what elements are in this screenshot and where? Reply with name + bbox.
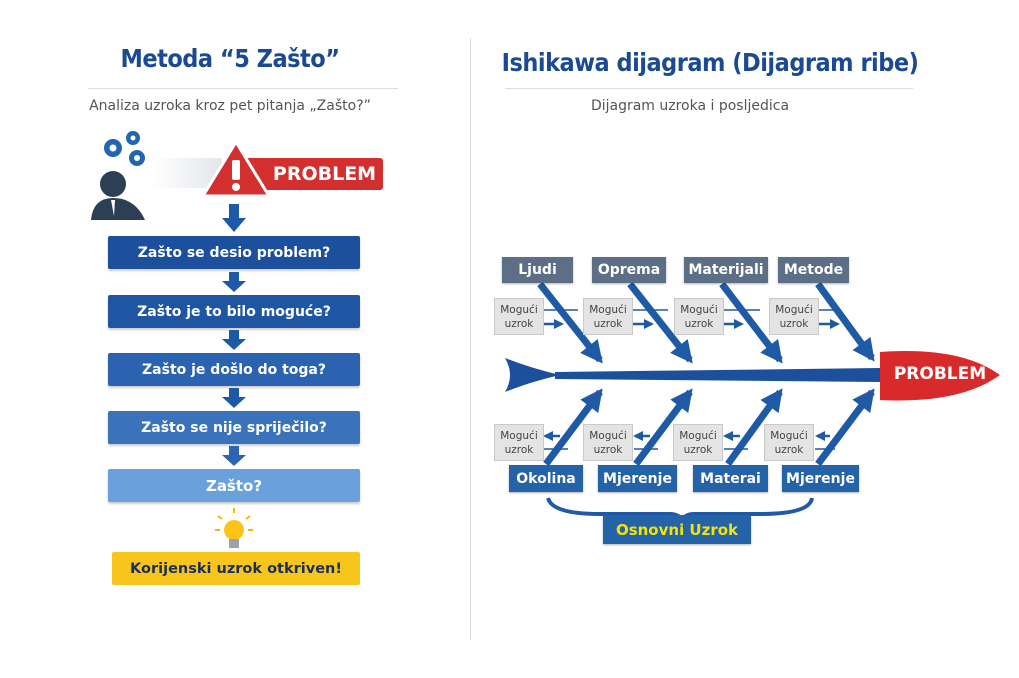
why-step-1: Zašto se desio problem?: [108, 236, 360, 269]
fish-head-label: PROBLEM: [893, 364, 987, 384]
category-materijali: Materijali: [684, 257, 768, 283]
fish-head: [880, 350, 1000, 401]
warning-icon: [201, 140, 271, 198]
why-step-5: Zašto?: [108, 469, 360, 502]
why-step-4: Zašto se nije spriječilo?: [108, 411, 360, 444]
category-mjerenje: Mjerenje: [598, 465, 677, 492]
arrow-down-icon: [222, 204, 246, 232]
sub-cause-arrows: [543, 319, 840, 441]
thinking-person-icon: [91, 131, 145, 220]
category-ljudi: Ljudi: [502, 257, 573, 283]
problem-label: PROBLEM: [272, 163, 377, 185]
arrow-down-icon: [222, 388, 246, 408]
five-whys-subtitle: Analiza uzroka kroz pet pitanja „Zašto?”: [89, 98, 371, 114]
why-step-3: Zašto je došlo do toga?: [108, 353, 360, 386]
category-metode: Metode: [778, 257, 849, 283]
category-mjerenje-2: Mjerenje: [782, 465, 859, 492]
title-divider: [88, 88, 398, 89]
root-cause-found: Korijenski uzrok otkriven!: [112, 552, 360, 585]
vertical-divider: [470, 38, 471, 640]
title-divider: [505, 88, 913, 89]
category-okolina: Okolina: [509, 465, 583, 492]
ishikawa-title: Ishikawa dijagram (Dijagram ribe): [501, 48, 919, 77]
root-cause-label: Osnovni Uzrok: [603, 515, 751, 544]
category-materai: Materai: [693, 465, 768, 492]
arrow-down-icon: [222, 446, 246, 466]
ishikawa-subtitle: Dijagram uzroka i posljedica: [590, 98, 790, 114]
why-step-2: Zašto je to bilo moguće?: [108, 295, 360, 328]
fish-spine: [555, 368, 880, 382]
cause-arrows: [537, 281, 875, 467]
category-oprema: Oprema: [592, 257, 666, 283]
fish-tail: [505, 358, 560, 392]
arrow-down-icon: [222, 330, 246, 350]
arrow-down-icon: [222, 272, 246, 292]
lightbulb-icon: [215, 508, 253, 548]
five-whys-title: Metoda “5 Zašto”: [120, 44, 340, 73]
